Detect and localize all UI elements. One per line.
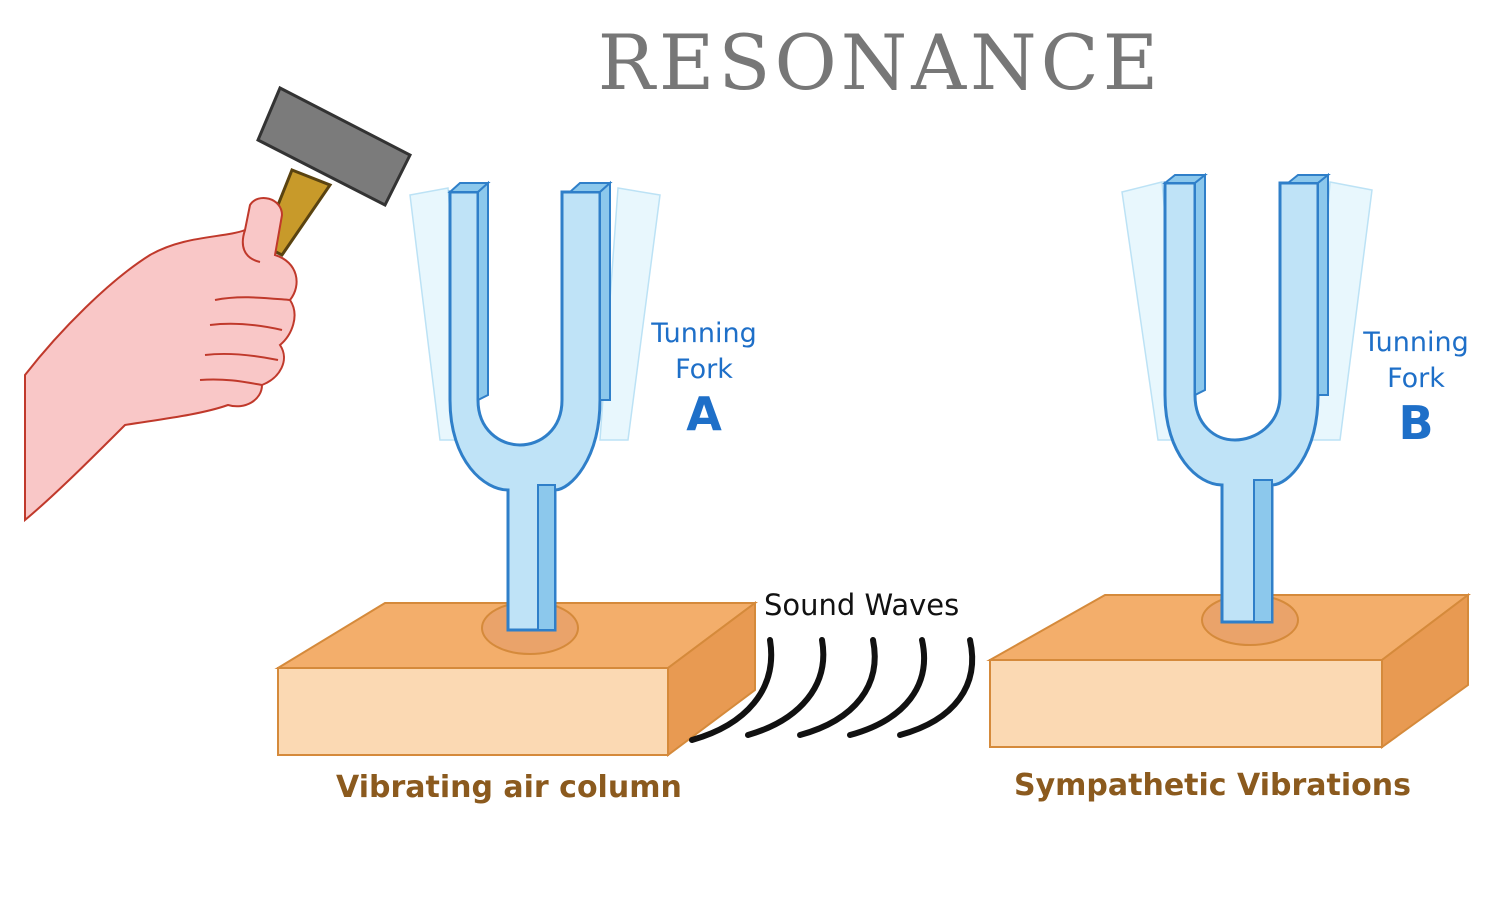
- fork-a-label-line1: Tunning: [651, 318, 757, 349]
- sound-waves: [689, 637, 976, 743]
- fork-b-letter: B: [1398, 396, 1434, 450]
- fork-a-label: Tunning Fork A: [648, 316, 760, 440]
- caption-sympathetic-vibrations: Sympathetic Vibrations: [1014, 768, 1411, 803]
- resonance-box-b: [986, 592, 1471, 749]
- sound-waves-label: Sound Waves: [764, 588, 960, 622]
- fork-b-label: Tunning Fork B: [1360, 325, 1472, 449]
- resonance-box-a: [274, 601, 759, 757]
- hammer-icon: [256, 85, 413, 257]
- hand-icon: [24, 196, 298, 523]
- fork-b-vibration: [1121, 181, 1373, 441]
- fork-b-label-line1: Tunning: [1363, 327, 1469, 358]
- diagram-title: RESONANCE: [597, 18, 1163, 107]
- fork-a-label-line2: Fork: [675, 354, 733, 385]
- tuning-fork-a: [447, 180, 613, 632]
- fork-a-vibration: [409, 187, 661, 441]
- fork-b-label-line2: Fork: [1387, 363, 1445, 394]
- tuning-fork-b: [1162, 172, 1331, 624]
- fork-a-letter: A: [686, 387, 722, 441]
- caption-vibrating-air-column: Vibrating air column: [336, 770, 682, 805]
